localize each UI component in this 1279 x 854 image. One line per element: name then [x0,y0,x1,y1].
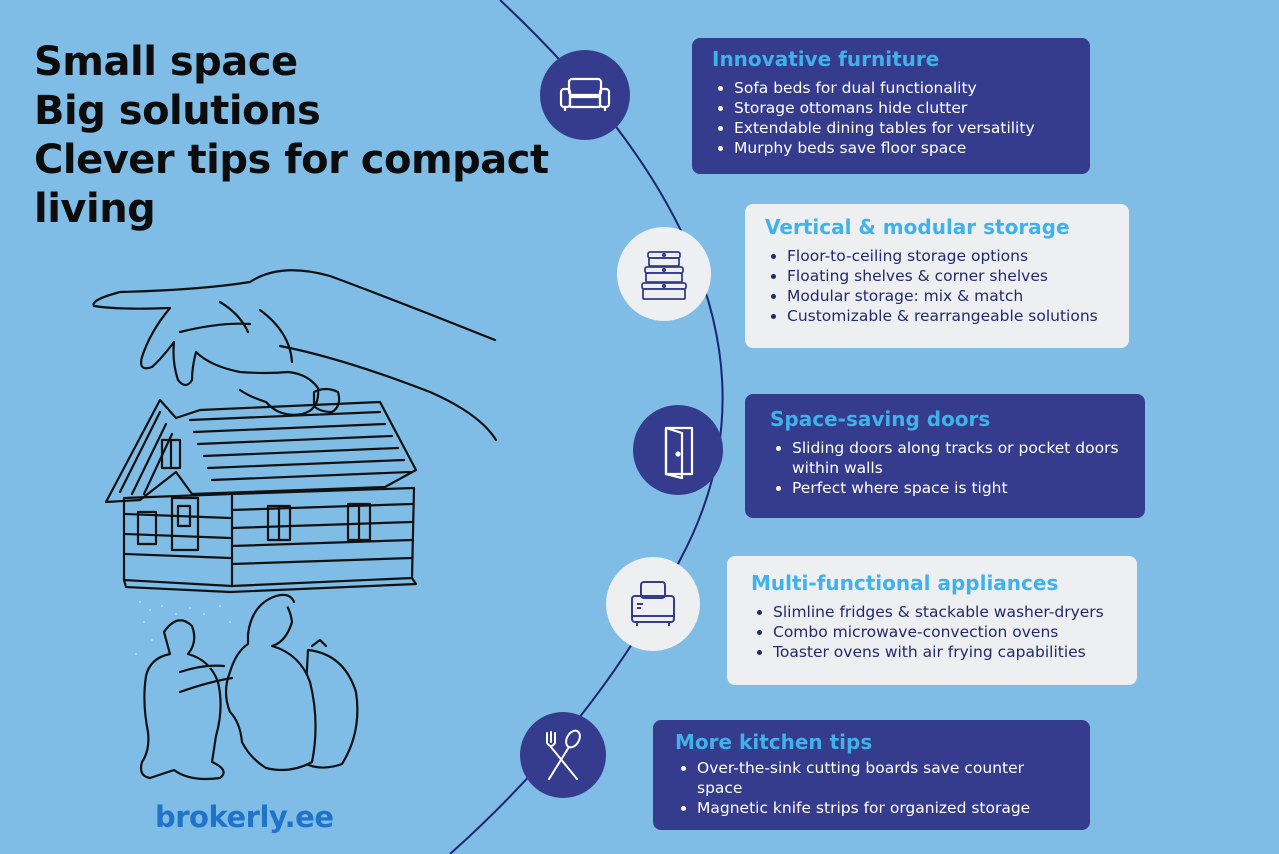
hand-illustration [92,269,498,442]
adult-illustration [224,596,317,772]
card-space-saving-doors: Space-saving doors Sliding doors along t… [745,394,1145,518]
card-list: Over-the-sink cutting boards save counte… [675,758,1072,818]
card-title: Vertical & modular storage [765,215,1070,239]
node-sofa [540,50,630,140]
child-illustration [139,619,225,781]
door-icon [664,426,694,480]
card-vertical-storage: Vertical & modular storage Floor-to-ceil… [745,204,1129,348]
card-list: Sliding doors along tracks or pocket doo… [770,438,1127,498]
node-appliance [606,557,700,651]
card-more-kitchen-tips: More kitchen tips Over-the-sink cutting … [653,720,1090,830]
node-storage [617,227,711,321]
list-item: Perfect where space is tight [792,478,1127,498]
card-list: Sofa beds for dual functionality Storage… [712,78,1072,158]
fork-spoon-icon [546,729,581,780]
list-item: Floor-to-ceiling storage options [787,246,1111,266]
list-item: Toaster ovens with air frying capabiliti… [773,642,1119,662]
list-item: Murphy beds save floor space [734,138,1072,158]
list-item: Slimline fridges & stackable washer-drye… [773,602,1119,622]
hand-house-people-illustration [92,269,498,781]
list-item: Over-the-sink cutting boards save counte… [697,758,1032,798]
list-item: Storage ottomans hide clutter [734,98,1072,118]
card-list: Slimline fridges & stackable washer-drye… [751,602,1119,662]
list-item: Sliding doors along tracks or pocket doo… [792,438,1127,478]
headline-line-1: Small space [34,39,298,85]
headline-line-2: Big solutions [34,88,321,134]
card-title: Space-saving doors [770,407,991,431]
list-item: Extendable dining tables for versatility [734,118,1072,138]
node-kitchen [520,712,606,798]
list-item: Sofa beds for dual functionality [734,78,1072,98]
list-item: Magnetic knife strips for organized stor… [697,798,1032,818]
list-item: Customizable & rearrangeable solutions [787,306,1111,326]
headline-line-4: living [34,186,156,232]
brokerly-logo: brokerly.ee [155,800,334,834]
house-illustration [104,398,418,504]
card-multi-functional-appliances: Multi-functional appliances Slimline fri… [727,556,1137,685]
card-title: More kitchen tips [675,730,873,754]
card-title: Multi-functional appliances [751,571,1059,595]
list-item: Modular storage: mix & match [787,286,1111,306]
toaster-icon [631,581,675,626]
card-innovative-furniture: Innovative furniture Sofa beds for dual … [692,38,1090,174]
card-list: Floor-to-ceiling storage options Floatin… [765,246,1111,326]
stacked-containers-icon [641,251,687,300]
list-item: Floating shelves & corner shelves [787,266,1111,286]
node-door [633,405,723,495]
card-title: Innovative furniture [712,47,940,71]
headline-line-3: Clever tips for compact [34,137,549,183]
headline: Small space Big solutions Clever tips fo… [34,38,549,234]
sofa-icon [559,77,611,111]
list-item: Combo microwave-convection ovens [773,622,1119,642]
